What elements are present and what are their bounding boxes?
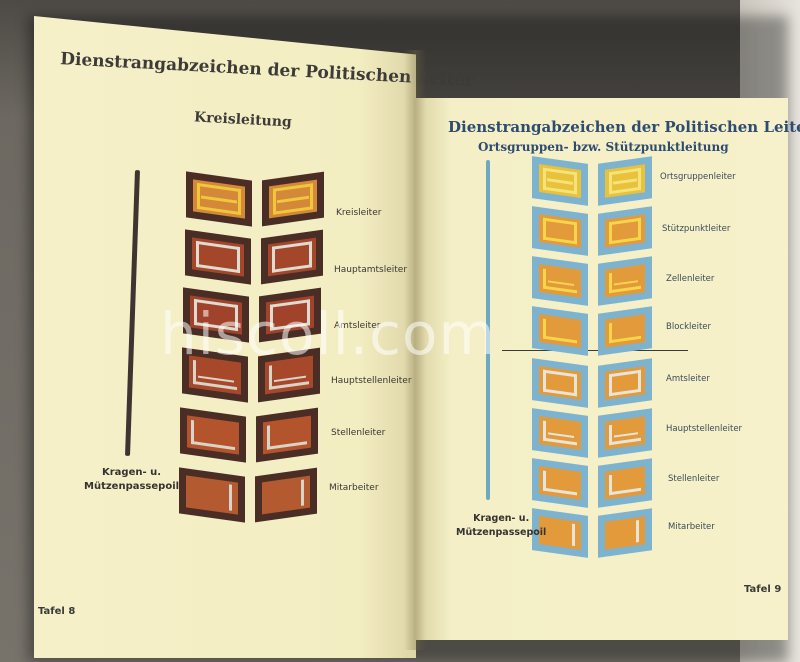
right-page-subtitle: Ortsgruppen- bzw. Stützpunktleitung [478, 140, 729, 154]
right-piping-line2: Mützenpassepoil [456, 527, 547, 538]
right-collar-patch [532, 408, 588, 458]
right-collar-patch [532, 156, 588, 206]
left-collar-patch [183, 287, 249, 343]
section-divider [502, 350, 688, 351]
left-collar-patch [259, 287, 321, 343]
left-collar-patch [186, 171, 252, 227]
left-collar-patch [178, 467, 245, 523]
left-rank-label: Kreisleiter [336, 208, 382, 218]
left-collar-patch [181, 347, 248, 403]
right-collar-patch [532, 306, 588, 356]
left-collar-patch [262, 171, 324, 227]
right-collar-patch [598, 206, 652, 256]
right-collar-patch [598, 156, 652, 206]
right-collar-patch [532, 256, 588, 306]
left-collar-patch [254, 467, 317, 523]
left-collar-patch [180, 407, 246, 463]
left-piping-caption: Kragen- u. Mützenpassepoil [84, 466, 179, 494]
right-collar-patch [532, 458, 588, 508]
right-piping-line1: Kragen- u. [473, 513, 530, 524]
right-rank-label: Amtsleiter [666, 374, 710, 384]
left-page-number: Tafel 8 [38, 606, 76, 617]
right-collar-patch [598, 256, 652, 306]
right-rank-label: Hauptstellenleiter [666, 424, 743, 434]
right-page-title: Dienstrangabzeichen der Politischen Leit… [448, 118, 800, 136]
right-rank-label: Blockleiter [666, 322, 711, 332]
right-collar-patch [532, 206, 588, 256]
right-rank-label: Stellenleiter [668, 474, 720, 484]
right-rank-label: Ortsgruppenleiter [660, 172, 736, 182]
right-collar-patch [598, 458, 652, 508]
left-piping-line1: Kragen- u. [102, 467, 162, 478]
right-collar-patch [598, 306, 652, 356]
right-page-number: Tafel 9 [744, 584, 782, 595]
right-collar-patch [598, 508, 652, 558]
right-collar-patch [598, 408, 652, 458]
left-rank-label: Hauptamtsleiter [334, 265, 408, 275]
book-gutter [404, 50, 426, 650]
right-piping-line [486, 160, 490, 500]
left-rank-label: Hauptstellenleiter [331, 376, 412, 386]
left-collar-patch [260, 229, 323, 285]
right-collar-patch [598, 358, 652, 408]
left-rank-label: Stellenleiter [331, 428, 386, 438]
right-piping-caption: Kragen- u. Mützenpassepoil [456, 512, 546, 540]
right-collar-patch [532, 358, 588, 408]
left-piping-line2: Mützenpassepoil [84, 481, 180, 492]
left-collar-patch [256, 407, 318, 463]
left-collar-patch [184, 229, 251, 285]
left-rank-label: Amtsleiter [334, 321, 381, 331]
right-rank-label: Zellenleiter [666, 274, 715, 284]
left-rank-label: Mitarbeiter [329, 483, 379, 493]
left-collar-patch [257, 347, 320, 403]
right-rank-label: Mitarbeiter [668, 522, 715, 532]
right-rank-label: Stützpunktleiter [662, 224, 731, 234]
